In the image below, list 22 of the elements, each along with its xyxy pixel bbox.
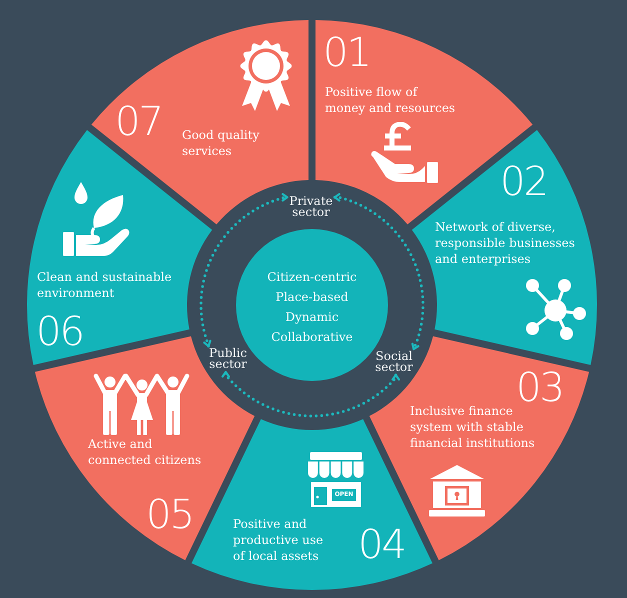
dotted-arrow	[333, 193, 424, 351]
segment-text: Positive flow of money and resources	[325, 84, 456, 116]
center-keyword: Citizen-centric	[267, 269, 357, 285]
center-keyword: Dynamic	[285, 309, 339, 325]
segment-number: 06	[36, 312, 83, 352]
center-keyword: Collaborative	[271, 329, 353, 345]
segment-text: Active and connected citizens	[88, 436, 202, 468]
segment-number: 04	[358, 525, 405, 565]
segment-text: Positive and productive use of local assets	[233, 516, 324, 564]
segment-number: 05	[146, 495, 193, 535]
dotted-arrow	[200, 193, 289, 348]
sector-label: Public sector	[209, 348, 247, 370]
segment-number: 07	[115, 102, 162, 142]
center-keyword: Place-based	[276, 289, 348, 305]
segment-text: Network of diverse, responsible businesses and enterprises	[435, 219, 576, 267]
sector-label: Social sector	[375, 351, 413, 373]
dotted-arrow	[222, 370, 400, 418]
segment-text: Good quality services	[182, 127, 260, 159]
segment-text: Clean and sustainable environment	[37, 269, 173, 301]
segment-number: 02	[500, 162, 547, 202]
sector-label: Private sector	[289, 196, 333, 218]
segment-number: 01	[323, 33, 370, 73]
